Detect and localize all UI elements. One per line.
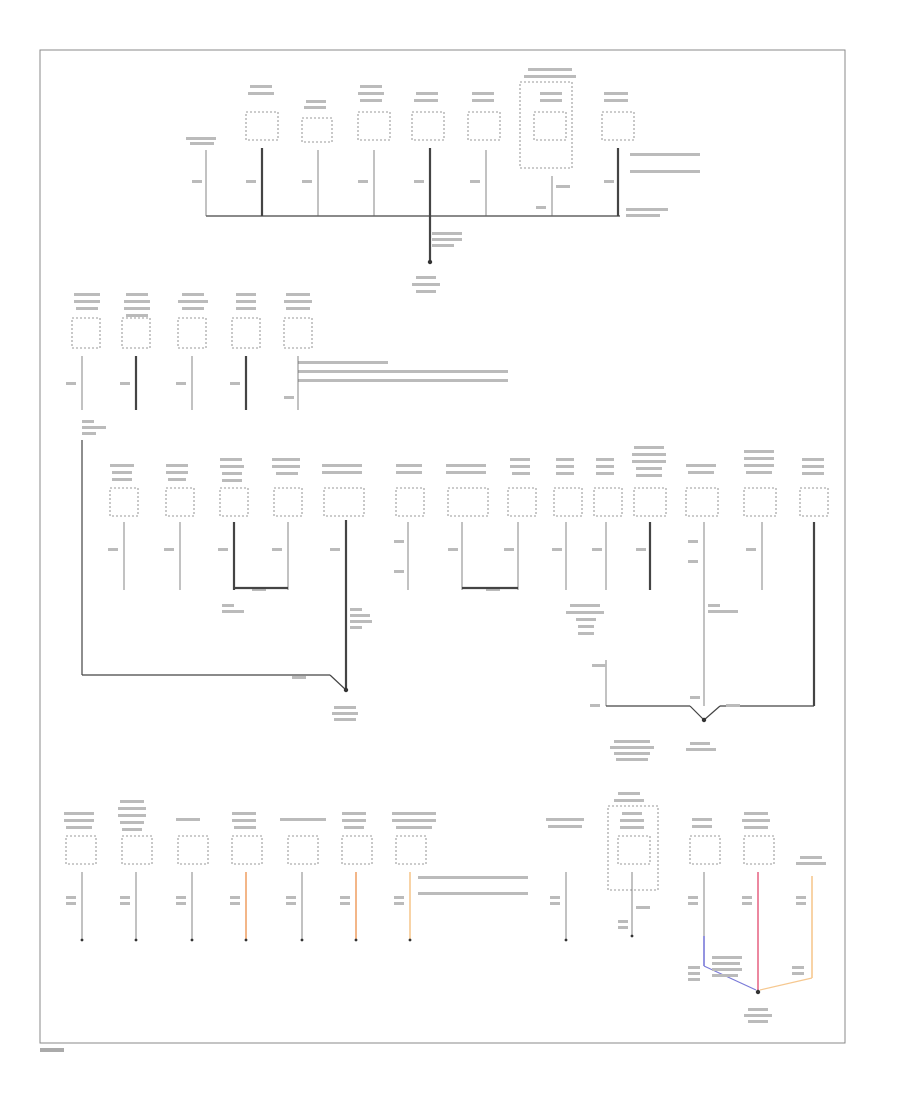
diagram-border [39, 49, 846, 1044]
section-bottom-grounds [64, 792, 826, 1023]
section-switch-grounds [66, 293, 508, 435]
section-lamp-grounds [81, 440, 829, 761]
section-top-grounds [186, 68, 700, 293]
figure-number [40, 1048, 64, 1052]
